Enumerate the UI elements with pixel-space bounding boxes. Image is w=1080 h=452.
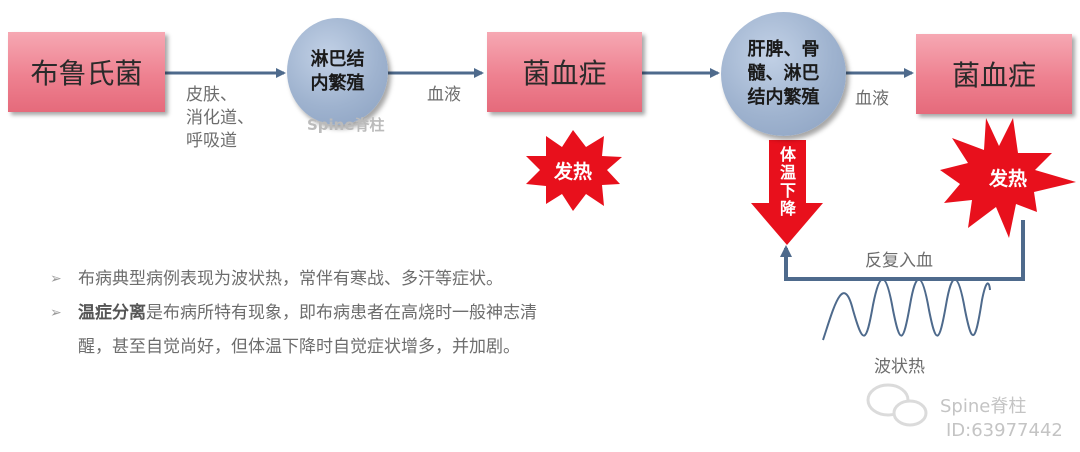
- wave-label: 波状热: [874, 357, 925, 377]
- node2-line-3: 结内繁殖: [747, 87, 820, 108]
- node2-line-1: 肝脾、骨: [747, 39, 820, 60]
- route-line-2: 消化道、: [186, 108, 254, 128]
- fever-burst-2: [940, 118, 1076, 238]
- bacteremia-box-2: 菌血症: [916, 34, 1072, 114]
- node2-line-2: 髓、淋巴: [747, 63, 820, 84]
- blood-label-2: 血液: [855, 89, 889, 109]
- bullet-item-2: ➢ 温症分离是布病所特有现象，即布病患者在高烧时一般神志清 醒，甚至自觉尚好，但…: [50, 296, 660, 364]
- reenter-label: 反复入血: [865, 251, 933, 271]
- temp-down-char-1: 体: [779, 145, 796, 164]
- brucella-box: 布鲁氏菌: [8, 32, 165, 112]
- route-label: 皮肤、 消化道、 呼吸道: [186, 84, 254, 153]
- route-line-1: 皮肤、: [186, 85, 237, 105]
- bacteremia-label-1: 菌血症: [522, 57, 607, 90]
- reenter-loop-arrow: [780, 220, 1025, 281]
- watermark-logo-icon: [866, 383, 928, 427]
- bullet-text-2-line-2: 醒，甚至自觉尚好，但体温下降时自觉症状增多，并加剧。: [78, 337, 520, 357]
- lymph-node-circle: 淋巴结 内繁殖: [287, 18, 388, 125]
- watermark-id: ID:63977442: [946, 420, 1063, 441]
- fever-burst-1: [526, 130, 622, 211]
- fever-label-1: 发热: [553, 160, 592, 183]
- bullet-text-2: 是布病所特有现象，即布病患者在高烧时一般神志清: [146, 303, 537, 323]
- bacteremia-box-1: 菌血症: [487, 32, 642, 112]
- watermark-spine-small: Spine脊柱: [307, 116, 385, 134]
- bullet-arrow-icon: ➢: [50, 305, 62, 321]
- temp-down-arrow: [751, 140, 823, 245]
- temp-down-char-3: 下: [779, 181, 796, 200]
- temp-down-char-4: 降: [779, 199, 796, 218]
- bullet-item-1: ➢ 布病典型病例表现为波状热，常伴有寒战、多汗等症状。: [50, 262, 660, 296]
- node1-line-1: 淋巴结: [310, 48, 365, 70]
- watermark-spine-big: Spine脊柱: [940, 396, 1027, 417]
- fever-label-2: 发热: [988, 167, 1027, 190]
- temp-down-char-2: 温: [779, 163, 796, 182]
- blood-label-1: 血液: [427, 85, 461, 105]
- brucella-label: 布鲁氏菌: [30, 57, 143, 90]
- bullet-arrow-icon: ➢: [50, 271, 62, 287]
- bullet-text-1: 布病典型病例表现为波状热，常伴有寒战、多汗等症状。: [78, 269, 503, 289]
- node1-line-2: 内繁殖: [310, 72, 365, 94]
- wave-line: [822, 278, 991, 341]
- bullet-text-2-strong: 温症分离: [78, 303, 146, 323]
- route-line-3: 呼吸道: [186, 131, 237, 151]
- bullet-list: ➢ 布病典型病例表现为波状热，常伴有寒战、多汗等症状。 ➢ 温症分离是布病所特有…: [50, 262, 660, 364]
- bacteremia-label-2: 菌血症: [951, 59, 1036, 92]
- temp-down-label: 体 温 下 降: [776, 146, 800, 218]
- liver-spleen-circle: 肝脾、骨 髓、淋巴 结内繁殖: [721, 12, 846, 136]
